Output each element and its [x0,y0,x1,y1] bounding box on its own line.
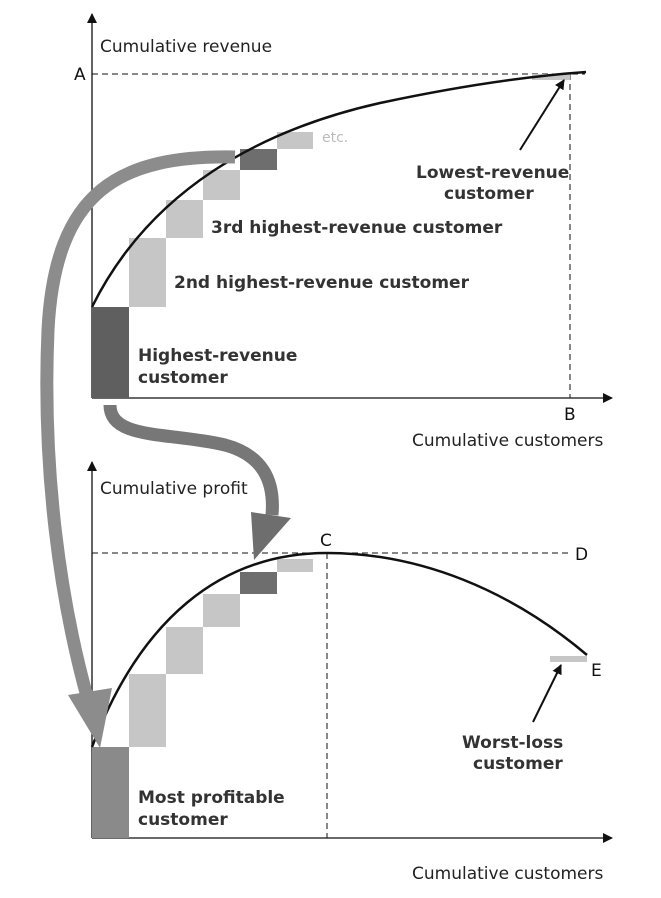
most-label-2: customer [138,810,228,830]
block-6 [277,559,313,572]
block-3 [166,627,203,674]
block-6th [277,132,313,149]
profit-curve [90,551,588,748]
rank-arrow [103,404,279,516]
worst-label-2: customer [473,754,563,774]
block-3rd [166,200,203,238]
point-a: A [74,65,86,85]
second-label: 2nd highest-revenue customer [174,273,470,293]
block-lowest [532,74,570,80]
highest-label-1: Highest-revenue [138,346,297,366]
block-4 [203,594,240,627]
block-worst-loss [550,656,587,662]
x-axis-label: Cumulative customers [412,431,603,451]
most-label-1: Most profitable [138,788,285,808]
worst-pointer-arrow [532,664,562,723]
highest-to-most-arrowhead [68,688,112,748]
point-e: E [591,661,602,681]
lowest-label-1: Lowest-revenue [416,163,569,183]
third-label: 3rd highest-revenue customer [211,218,503,238]
block-2 [129,674,166,747]
etc-label: etc. [322,130,348,146]
point-b: B [564,405,576,425]
revenue-chart: Cumulative revenue A B Cumulative custom… [74,13,613,451]
block-most-profitable [92,747,129,838]
block-highest [92,307,129,398]
lowest-pointer-arrow [519,79,565,151]
point-d: D [575,545,588,565]
revenue-curve [90,70,587,308]
block-5th [240,149,277,170]
worst-label-1: Worst-loss [462,733,563,753]
point-c: C [320,531,332,551]
connector-arrows [40,150,291,748]
block-2nd [129,238,166,307]
rank-arrowhead [251,512,291,560]
y-axis-label: Cumulative revenue [100,37,272,57]
y-axis-label: Cumulative profit [100,479,248,499]
lowest-label-2: customer [444,184,534,204]
profit-chart: Cumulative profit C D E Cumulative custo… [87,461,613,884]
block-5 [240,572,277,594]
highest-label-2: customer [138,368,228,388]
x-axis-label: Cumulative customers [412,864,603,884]
highest-to-most-arrow [40,150,236,702]
